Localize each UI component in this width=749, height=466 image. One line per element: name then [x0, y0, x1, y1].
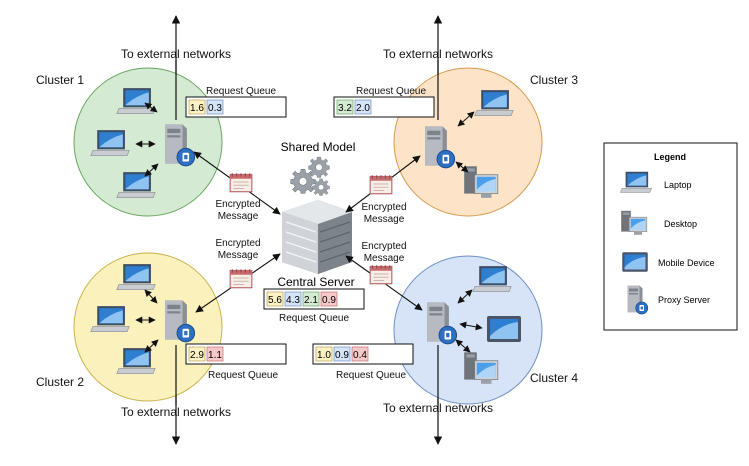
cluster1-devices [90, 87, 196, 199]
legend-item-proxy-server: Proxy Server [658, 295, 710, 305]
cluster2-request-queue: 2.9 1.1 Request Queue [185, 343, 287, 381]
cluster4-name: Cluster 4 [530, 371, 578, 385]
cluster3-external-label: To external networks [383, 47, 493, 61]
cluster1-name: Cluster 1 [36, 73, 84, 87]
encrypted-message-label: Encrypted [215, 238, 260, 249]
shared-model-gears-icon [290, 156, 330, 196]
queue-cell: 0.4 [353, 350, 367, 361]
queue-cell: 2.1 [304, 295, 318, 306]
cluster3-request-queue: Request Queue 3.2 2.0 [333, 86, 435, 118]
central-server-icon [282, 200, 352, 274]
legend: Legend Laptop Desktop Mobile Device Prox… [603, 142, 738, 331]
queue-cell: 0.9 [335, 350, 349, 361]
legend-item-desktop: Desktop [664, 219, 697, 229]
cluster2-circle [73, 252, 223, 402]
queue-cell: 1.1 [208, 350, 222, 361]
mobile-device-icon [622, 252, 648, 272]
cluster1-request-queue: Request Queue 1.6 0.3 [185, 86, 287, 118]
encrypted-message-icon [229, 172, 253, 193]
queue-cell: 2.0 [356, 103, 370, 114]
queue-label: Request Queue [279, 313, 349, 324]
legend-item-laptop: Laptop [664, 180, 692, 190]
cluster4-external-label: To external networks [383, 401, 493, 415]
cluster2-devices [90, 263, 196, 375]
queue-cell: 5.6 [268, 295, 282, 306]
shared-model-label: Shared Model [281, 140, 356, 154]
encrypted-message-icon [369, 264, 393, 285]
queue-cell: 1.6 [190, 103, 204, 114]
cluster4-devices [426, 265, 521, 385]
cluster3-name: Cluster 3 [530, 73, 578, 87]
encrypted-message-icon [369, 174, 393, 195]
encrypted-message-label: Message [218, 211, 259, 222]
cluster2-name: Cluster 2 [36, 375, 84, 389]
queue-cell: 0.9 [322, 295, 336, 306]
cluster1-external-label: To external networks [121, 47, 231, 61]
cluster3-devices [424, 89, 514, 199]
encrypted-message-label: Message [364, 214, 405, 225]
legend-title: Legend [654, 152, 686, 162]
central-request-queue: 5.6 4.3 2.1 0.9 Request Queue [263, 288, 365, 324]
encrypted-message-label: Encrypted [215, 199, 260, 210]
cluster4-request-queue: 1.0 0.9 0.4 Request Queue [312, 343, 414, 381]
encrypted-message-icon [229, 268, 253, 289]
queue-label: Request Queue [336, 370, 406, 381]
queue-cell: 4.3 [286, 295, 300, 306]
external-arrows-overlay [175, 60, 439, 405]
legend-item-mobile-device: Mobile Device [658, 258, 715, 268]
cluster2-external-label: To external networks [121, 405, 231, 419]
encrypted-message-label: Message [364, 253, 405, 264]
queue-cell: 2.9 [190, 350, 204, 361]
encrypted-message-label: Message [218, 250, 259, 261]
mobile-device-icon [487, 316, 521, 342]
central-server-label: Central Server [277, 275, 354, 289]
queue-label: Request Queue [206, 86, 276, 97]
queue-cell: 1.0 [317, 350, 331, 361]
queue-cell: 3.2 [338, 103, 352, 114]
queue-label: Request Queue [356, 86, 426, 97]
encrypted-message-label: Encrypted [361, 241, 406, 252]
queue-cell: 0.3 [208, 103, 222, 114]
queue-label: Request Queue [208, 370, 278, 381]
encrypted-message-label: Encrypted [361, 202, 406, 213]
